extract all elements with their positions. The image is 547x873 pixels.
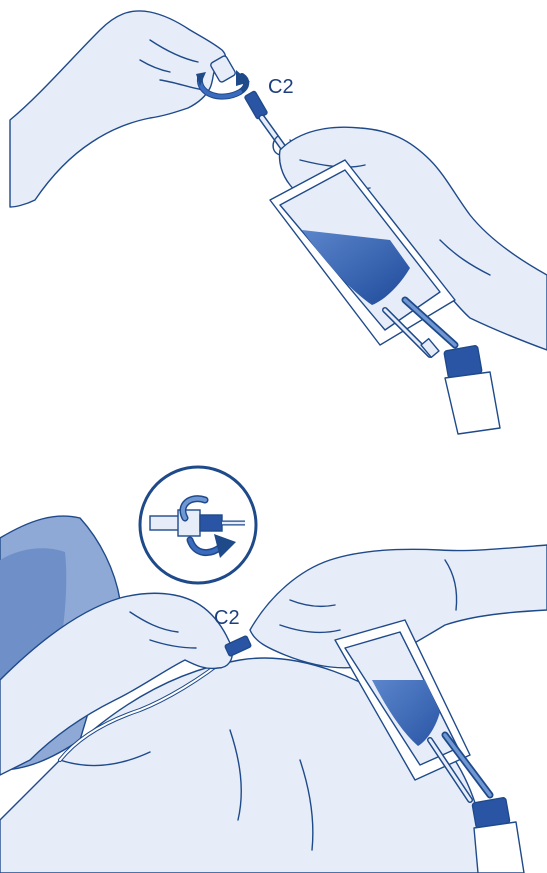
vial bbox=[445, 372, 500, 434]
label-c2-bottom: C2 bbox=[214, 607, 240, 629]
panel-2 bbox=[0, 516, 547, 873]
label-c2-top: C2 bbox=[268, 76, 294, 98]
panel-1 bbox=[10, 11, 547, 434]
twist-connect-icon bbox=[140, 467, 256, 583]
connector-c2 bbox=[244, 91, 267, 120]
left-hand bbox=[10, 11, 225, 207]
vial-2 bbox=[474, 822, 524, 873]
